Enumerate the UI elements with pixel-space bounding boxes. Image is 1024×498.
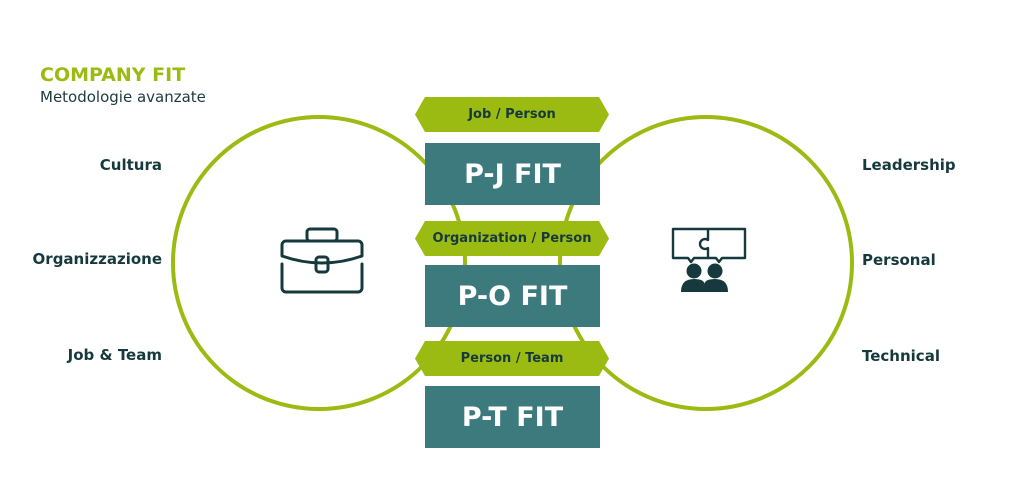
fit-tag-label: Organization / Person <box>432 231 592 246</box>
left-label-job-team: Job & Team <box>67 346 162 364</box>
right-circle <box>558 115 854 411</box>
right-label-personal: Personal <box>862 251 936 269</box>
hex-shape <box>415 97 609 132</box>
hex-shape <box>415 221 609 256</box>
briefcase-icon <box>280 227 364 294</box>
fit-tag-job-person: Job / Person <box>415 97 609 132</box>
fit-tag-label: Person / Team <box>460 351 564 366</box>
fit-tag-organization-person: Organization / Person <box>415 221 609 256</box>
left-label-organizzazione: Organizzazione <box>32 250 162 268</box>
right-label-leadership: Leadership <box>862 156 956 174</box>
hex-shape <box>415 341 609 376</box>
fit-box-pt: P-T FIT <box>425 386 600 448</box>
team-puzzle-icon <box>671 227 747 292</box>
fit-box-po: P-O FIT <box>425 265 600 327</box>
left-circle <box>171 115 467 411</box>
fit-tag-label: Job / Person <box>468 107 556 122</box>
fit-box-pj: P-J FIT <box>425 143 600 205</box>
page-title: COMPANY FIT <box>40 64 186 86</box>
right-label-technical: Technical <box>862 347 940 365</box>
fit-tag-person-team: Person / Team <box>415 341 609 376</box>
left-label-cultura: Cultura <box>99 156 162 174</box>
page-subtitle: Metodologie avanzate <box>40 88 206 106</box>
